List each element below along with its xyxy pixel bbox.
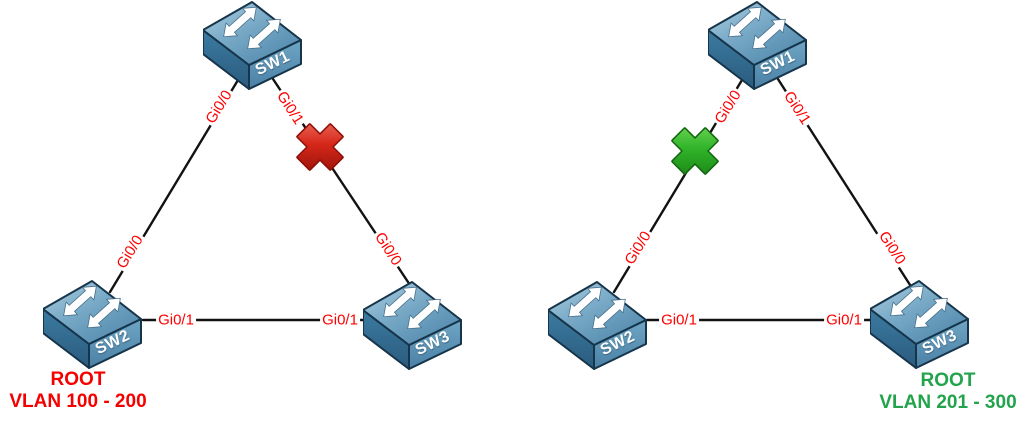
port-label-right-sw3-gi0-1: Gi0/1: [824, 311, 864, 329]
root-bridge-label-left: ROOT VLAN 100 - 200: [5, 369, 151, 413]
switch-node-right-sw2: SW2: [548, 278, 648, 370]
root-bridge-label-right: ROOT VLAN 201 - 300: [873, 370, 1023, 414]
switch-node-left-sw2: SW2: [43, 277, 143, 369]
switch-node-left-sw3: SW3: [363, 278, 463, 370]
vlan-range: VLAN 100 - 200: [9, 391, 147, 412]
port-label-left-sw3-gi0-1: Gi0/1: [320, 311, 360, 329]
port-label-right-sw2-gi0-1: Gi0/1: [659, 311, 699, 329]
switch-node-left-sw1: SW1: [203, 0, 303, 90]
switch-node-right-sw3: SW3: [870, 277, 970, 369]
blocked-port-x-icon-red: [296, 123, 344, 171]
root-title: ROOT: [920, 370, 976, 391]
vlan-range: VLAN 201 - 300: [879, 392, 1017, 413]
blocked-port-x-icon-green: [671, 127, 719, 175]
root-title: ROOT: [50, 369, 106, 390]
port-label-left-sw2-gi0-1: Gi0/1: [156, 311, 196, 329]
switch-node-right-sw1: SW1: [708, 0, 808, 90]
